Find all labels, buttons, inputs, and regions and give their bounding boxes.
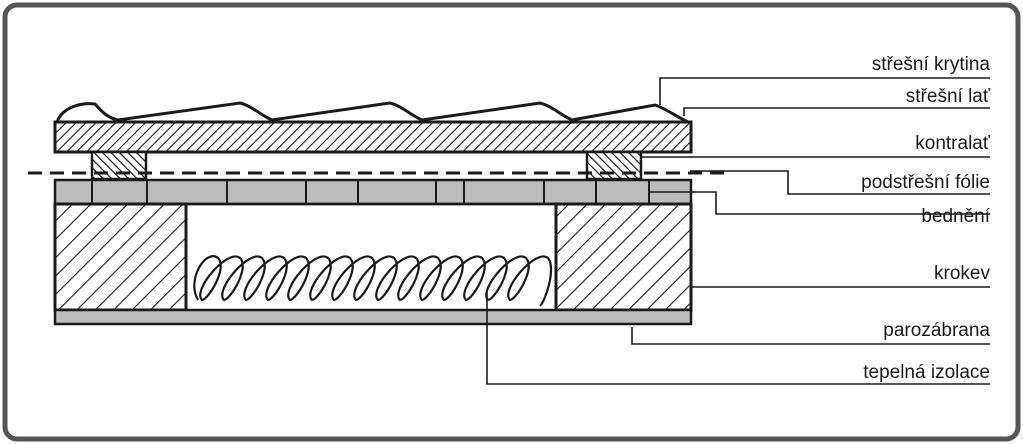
rafter-right <box>554 202 693 312</box>
roof-covering-tiles <box>55 101 689 124</box>
label-tepelna-izolace: tepelná izolace <box>863 362 990 383</box>
counter-batten-left <box>90 150 148 181</box>
sheathing-boards <box>53 178 693 206</box>
thermal-insulation-coil <box>193 255 553 307</box>
label-stresni-lat: střešní lať <box>906 86 991 107</box>
label-krokev: krokev <box>934 263 990 284</box>
vapour-barrier <box>53 308 693 326</box>
label-parozabrana: parozábrana <box>883 320 990 341</box>
label-stresni-krytina: střešní krytina <box>872 54 991 75</box>
counter-batten-right <box>585 150 643 181</box>
label-podstresni-folie: podstřešní fólie <box>861 172 990 193</box>
roof-batten <box>53 120 693 154</box>
label-bedneni: bednění <box>921 206 990 227</box>
label-kontralat: kontralať <box>915 133 991 154</box>
rafter-left <box>53 202 188 312</box>
leader-lines <box>486 77 990 385</box>
